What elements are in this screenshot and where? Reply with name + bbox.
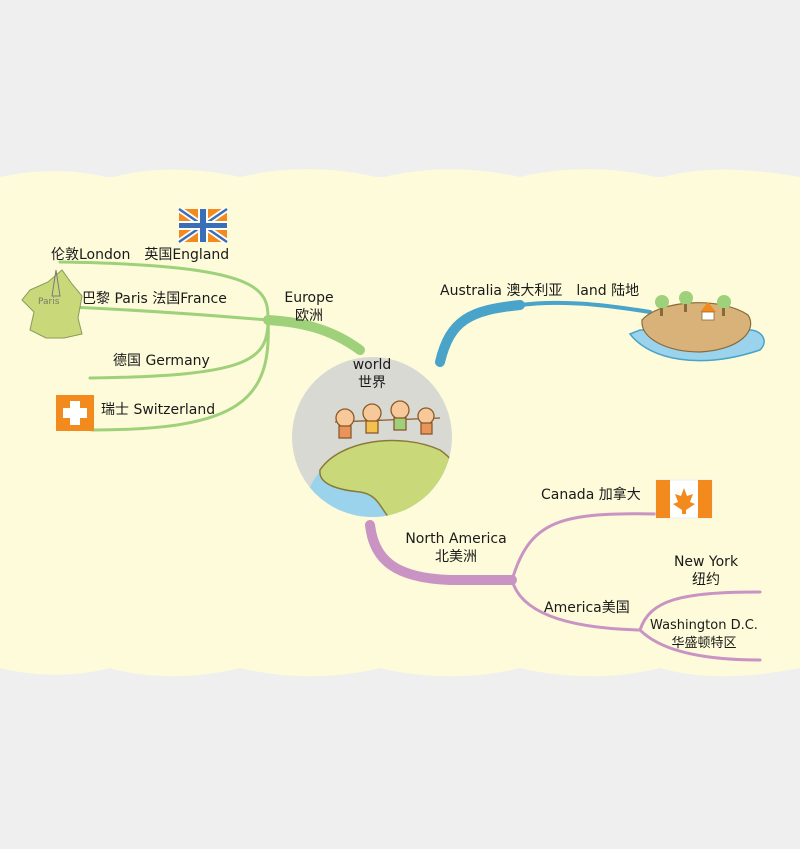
canada-label-en: Canada [541, 487, 595, 503]
north-america-branch [365, 512, 762, 662]
land-label-zh: 陆地 [611, 283, 640, 299]
france-map-icon [21, 269, 83, 339]
france-label-zh: 法国 [152, 291, 181, 307]
europe-branch [58, 260, 365, 432]
england-label-en: England [172, 247, 230, 263]
washington-label-zh: 华盛顿特区 [671, 636, 737, 651]
canada-label-zh: 加拿大 [598, 487, 641, 503]
france-item: 巴黎 Paris 法国France [82, 290, 227, 308]
paris-label-zh: 巴黎 [82, 291, 110, 307]
switzerland-label-zh: 瑞士 [101, 402, 129, 418]
center-label-zh: 世界 [358, 375, 386, 391]
australia-node: Australia 澳大利亚 land 陆地 [440, 282, 639, 300]
switzerland-item: 瑞士 Switzerland [101, 401, 215, 419]
australia-label-en: Australia [440, 283, 502, 299]
canada-flag-icon [655, 479, 713, 519]
america-label-en: America [544, 600, 602, 616]
america-item: America美国 [544, 599, 630, 617]
washington-item: Washington D.C. 华盛顿特区 [650, 617, 758, 653]
center-node: world 世界 [352, 356, 392, 392]
washington-label-en: Washington D.C. [650, 618, 758, 633]
paris-label-en: Paris [114, 291, 148, 307]
land-label-en: land [576, 283, 607, 299]
england-item: 伦敦London 英国England [51, 246, 229, 264]
switzerland-label-en: Switzerland [133, 402, 216, 418]
swiss-flag-icon [56, 395, 94, 431]
canada-item: Canada 加拿大 [541, 486, 641, 504]
north-america-label-zh: 北美洲 [435, 549, 477, 565]
germany-label-en: Germany [145, 353, 210, 369]
island-icon [628, 291, 765, 362]
new-york-label-zh: 纽约 [692, 572, 720, 588]
uk-flag-icon [177, 206, 229, 245]
australia-branch [435, 300, 652, 367]
north-america-node: North America 北美洲 [398, 530, 514, 566]
london-label-zh: 伦敦 [51, 247, 79, 263]
america-label-zh: 美国 [601, 600, 630, 616]
europe-label-zh: 欧洲 [295, 308, 323, 324]
australia-label-zh: 澳大利亚 [506, 283, 563, 299]
new-york-label-en: New York [673, 554, 739, 570]
kids-icon [334, 400, 441, 439]
germany-item: 德国 Germany [113, 352, 210, 370]
london-label-en: London [79, 247, 131, 263]
france-label-en: France [180, 291, 227, 307]
center-label-en: world [352, 357, 392, 373]
north-america-label-en: North America [405, 531, 507, 547]
new-york-item: New York 纽约 [664, 553, 748, 589]
england-label-zh: 英国 [144, 247, 173, 263]
germany-label-zh: 德国 [113, 353, 141, 369]
globe-icon [292, 357, 452, 517]
france-map-label: Paris [38, 297, 60, 307]
europe-label-en: Europe [284, 290, 334, 306]
europe-node: Europe 欧洲 [276, 289, 342, 325]
